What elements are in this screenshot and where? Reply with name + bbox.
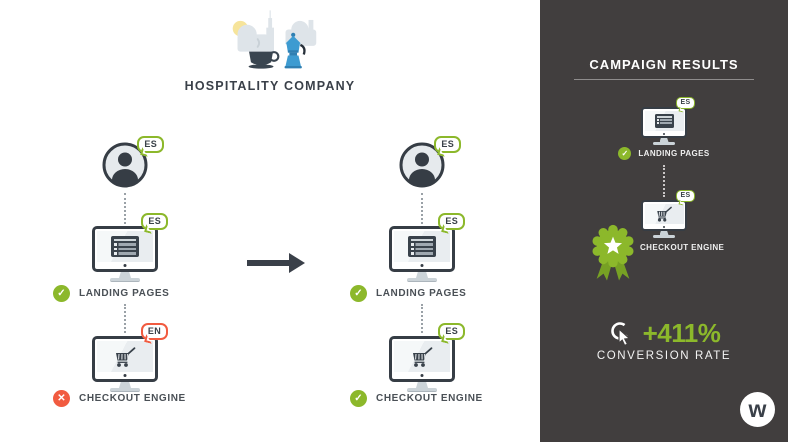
title-underline [574, 79, 754, 80]
language-badge: EN [140, 323, 168, 340]
flow-before: ES ES ✓ LANDING PAGES EN [35, 136, 215, 420]
cross-icon: ✕ [53, 390, 70, 407]
language-badge: ES [141, 213, 168, 230]
results-title: CAMPAIGN RESULTS [589, 57, 739, 72]
brand-logo: w [740, 392, 775, 427]
monitor-icon [641, 107, 687, 138]
monitor-icon [92, 336, 158, 382]
results-landing-row: ✓ LANDING PAGES [540, 147, 788, 160]
check-icon: ✓ [350, 285, 367, 302]
landing-page-content-icon [111, 236, 139, 257]
monitor-icon [389, 226, 455, 272]
checkout-engine-monitor: EN [92, 323, 168, 392]
dotted-connector [124, 193, 126, 224]
dotted-connector [124, 304, 126, 333]
monitor-icon [92, 226, 158, 272]
user-avatar: ES [102, 136, 164, 188]
dotted-connector [421, 193, 423, 224]
landing-page-content-icon [654, 113, 674, 128]
dotted-connector [421, 304, 423, 333]
click-cursor-icon [610, 322, 631, 347]
moka-pot-icon [284, 32, 306, 69]
checkout-engine-row: ✓ CHECKOUT ENGINE [350, 390, 483, 407]
checkout-engine-label: CHECKOUT ENGINE [79, 393, 186, 404]
results-landing-monitor: ES [641, 97, 695, 145]
checkout-engine-label: CHECKOUT ENGINE [640, 243, 725, 252]
hospitality-company-icon [232, 10, 317, 69]
check-icon: ✓ [350, 390, 367, 407]
shopping-cart-icon [657, 206, 672, 222]
person-icon [399, 142, 445, 188]
monitor-icon [389, 336, 455, 382]
language-badge: ES [438, 323, 465, 340]
shopping-cart-icon [413, 346, 433, 367]
conversion-rate-value: +411% [642, 318, 721, 348]
landing-pages-label: LANDING PAGES [376, 288, 467, 299]
landing-pages-monitor: ES [92, 213, 168, 282]
flow-after: ES ES ✓ LANDING PAGES ES [332, 136, 512, 420]
conversion-metric: +411% [540, 318, 788, 349]
landing-pages-row: ✓ LANDING PAGES [350, 285, 466, 302]
shopping-cart-icon [116, 346, 136, 367]
page-title: HOSPITALITY COMPANY [184, 79, 356, 93]
award-rosette-icon [592, 224, 634, 281]
landing-pages-label: LANDING PAGES [638, 149, 710, 158]
landing-pages-row: ✓ LANDING PAGES [53, 285, 169, 302]
language-badge: ES [438, 213, 465, 230]
person-icon [102, 142, 148, 188]
checkout-engine-row: ✕ CHECKOUT ENGINE [53, 390, 186, 407]
language-badge: ES [676, 97, 695, 109]
landing-page-content-icon [408, 236, 436, 257]
landing-pages-label: LANDING PAGES [79, 288, 170, 299]
user-avatar: ES [399, 136, 461, 188]
monitor-icon [641, 200, 687, 231]
star-icon [603, 236, 623, 254]
checkout-engine-monitor: ES [389, 323, 465, 392]
conversion-rate-label: CONVERSION RATE [596, 350, 732, 362]
check-icon: ✓ [618, 147, 632, 160]
language-badge: ES [676, 190, 695, 202]
language-badge: ES [137, 136, 164, 153]
check-icon: ✓ [53, 285, 70, 302]
results-checkout-monitor: ES [641, 190, 695, 238]
coffee-cup-icon [248, 51, 280, 69]
campaign-results-panel: CAMPAIGN RESULTS ES ✓ LANDING PAGES ES [540, 0, 788, 442]
language-badge: ES [434, 136, 461, 153]
checkout-engine-label: CHECKOUT ENGINE [376, 393, 483, 404]
landing-pages-monitor: ES [389, 213, 465, 282]
dotted-connector [663, 165, 665, 197]
transition-arrow-icon [247, 253, 305, 273]
